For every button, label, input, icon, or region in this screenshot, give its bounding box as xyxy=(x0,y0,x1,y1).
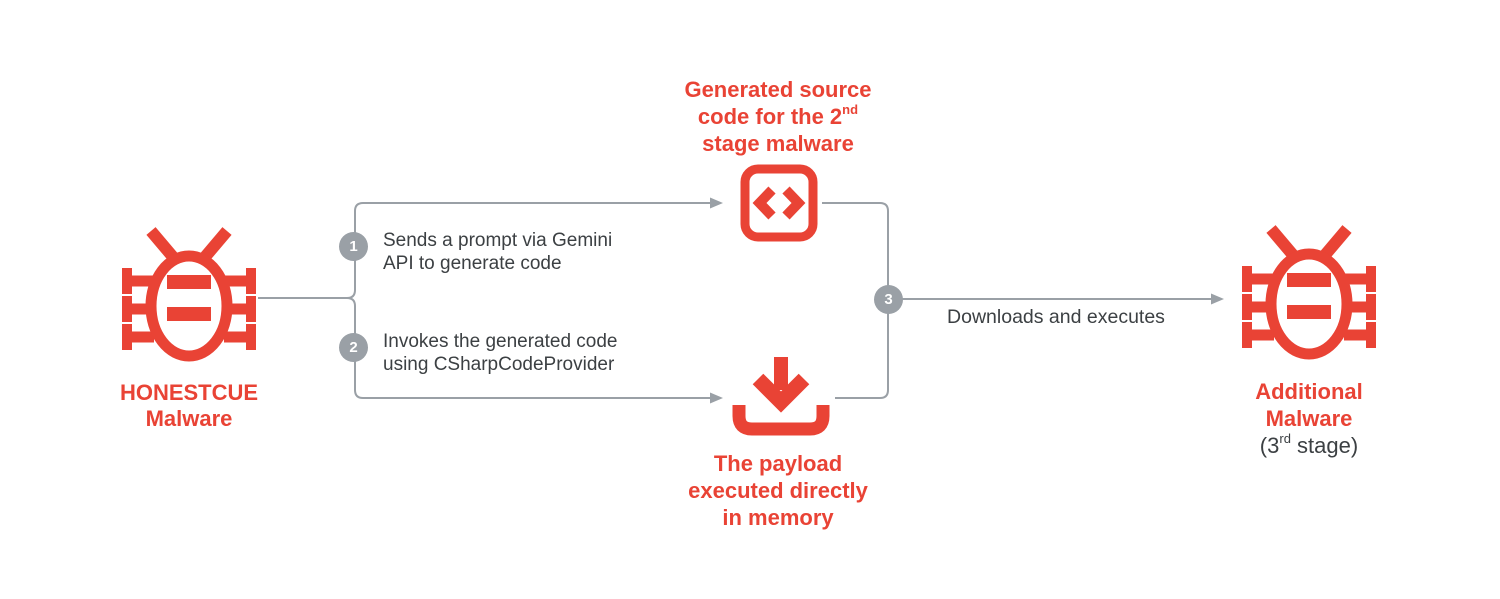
step-2-text: Invokes the generated code using CSharpC… xyxy=(383,330,618,376)
downloads-executes-label: Downloads and executes xyxy=(947,306,1165,328)
node-title-line: Malware xyxy=(1265,406,1353,431)
heading-line: stage malware xyxy=(702,131,854,156)
payload-node xyxy=(731,357,831,444)
ordinal-superscript: rd xyxy=(1279,430,1291,446)
bug-icon xyxy=(122,221,256,373)
step-2-badge: 2 xyxy=(339,333,368,362)
heading-line: The payload xyxy=(713,451,843,476)
heading-line: executed directly xyxy=(688,478,868,503)
code-icon xyxy=(740,164,818,242)
step-text-line: using CSharpCodeProvider xyxy=(383,354,615,375)
stage-subtitle: (3rd stage) xyxy=(1209,432,1409,459)
additional-malware-label: Additional Malware (3rd stage) xyxy=(1209,378,1409,459)
step-3-badge: 3 xyxy=(874,285,903,314)
step-number: 2 xyxy=(349,339,358,356)
node-title-line: HONESTCUE xyxy=(119,380,259,405)
download-icon xyxy=(731,357,831,439)
heading-line: code for the 2nd xyxy=(628,103,928,130)
payload-title: The payload executed directly in memory xyxy=(628,450,928,531)
step-1-badge: 1 xyxy=(339,232,368,261)
step-text-line: Invokes the generated code xyxy=(383,331,618,352)
node-title-line: Malware xyxy=(145,406,233,431)
step-number: 1 xyxy=(349,238,358,255)
honestcue-malware-label: HONESTCUE Malware xyxy=(89,380,289,432)
step-1-text: Sends a prompt via Gemini API to generat… xyxy=(383,229,612,275)
heading-text: code for the 2 xyxy=(697,104,843,129)
step-text-line: Sends a prompt via Gemini xyxy=(383,230,613,251)
heading-line: Generated source xyxy=(684,77,872,102)
node-title-line: Additional xyxy=(1255,379,1363,404)
step-text-line: API to generate code xyxy=(383,253,562,274)
generated-code-node xyxy=(740,164,818,247)
honestcue-malware-node xyxy=(122,221,256,378)
step-number: 3 xyxy=(884,291,893,308)
bug-icon xyxy=(1242,219,1376,371)
subtitle-text: (3 xyxy=(1259,433,1280,458)
subtitle-text: stage) xyxy=(1290,433,1359,458)
ordinal-superscript: nd xyxy=(842,101,859,117)
additional-malware-node xyxy=(1242,219,1376,376)
generated-code-title: Generated source code for the 2nd stage … xyxy=(628,76,928,157)
heading-line: in memory xyxy=(722,505,834,530)
